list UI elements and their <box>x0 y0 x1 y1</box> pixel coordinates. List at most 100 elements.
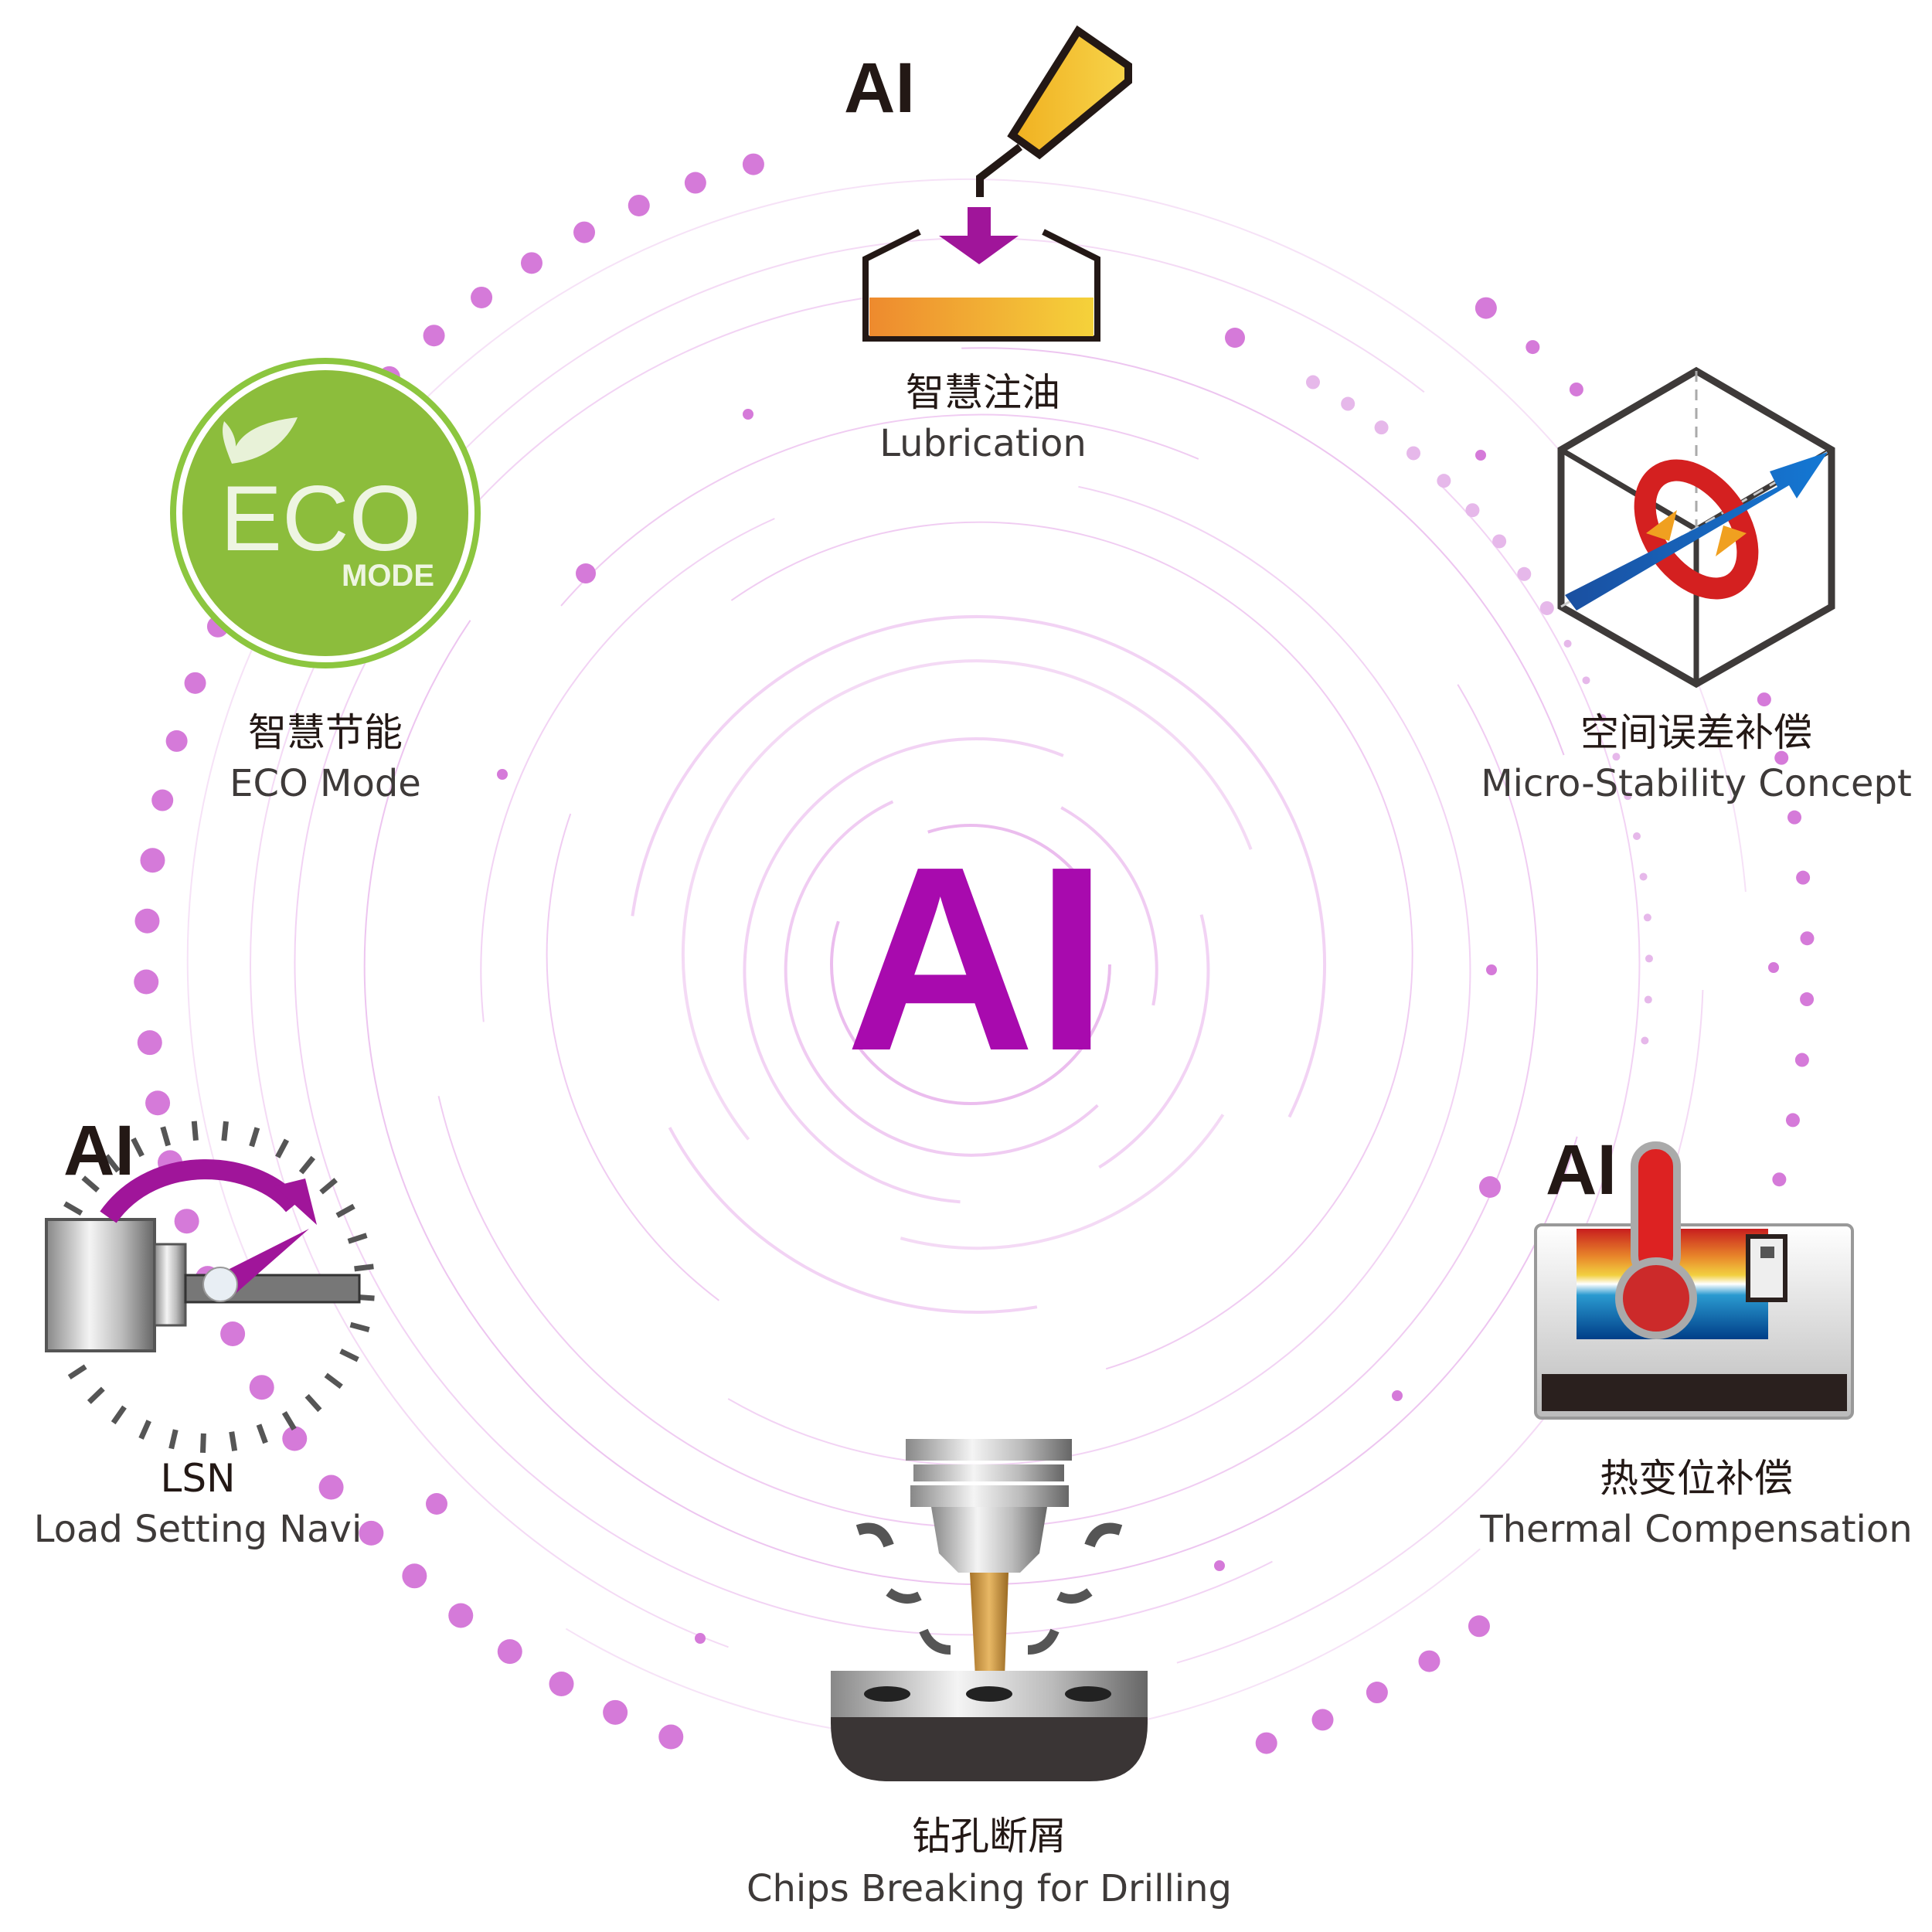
accent-dot <box>1214 1560 1225 1571</box>
orbit-dot <box>174 1209 199 1234</box>
feature-title-zh: 智慧节能 <box>248 710 403 755</box>
center-ai-label: AI <box>845 812 1108 1106</box>
feature-title-zh: 钻孔断屑 <box>912 1814 1066 1859</box>
feature-title-en: Thermal Compensation <box>1479 1508 1912 1551</box>
accent-dot <box>497 769 508 780</box>
orbit-dot <box>1639 872 1648 881</box>
orbit-dot <box>151 789 174 811</box>
gauge-tick <box>275 1138 290 1158</box>
orbit-dot <box>628 194 650 216</box>
gauge-tick <box>67 1364 87 1380</box>
gauge-tick <box>319 1178 338 1195</box>
gauge-tick <box>304 1393 322 1413</box>
orbit-dot <box>1641 1036 1649 1045</box>
orbit-dot <box>184 672 206 694</box>
orbit-dot <box>1366 1682 1388 1704</box>
accent-dot <box>695 1633 706 1644</box>
accent-dot <box>1475 450 1486 461</box>
orbit-dot <box>1774 750 1789 765</box>
ai-badge: AI <box>844 49 915 128</box>
orbit-dot <box>423 325 445 347</box>
orbit-dot <box>1468 1615 1490 1638</box>
orbit-dot <box>1757 692 1771 707</box>
gauge-tick <box>339 1349 359 1362</box>
accent-dot <box>426 1493 447 1515</box>
orbit-dot <box>220 1321 246 1346</box>
orbit-dot <box>658 1724 684 1750</box>
orbit-dot <box>1475 297 1497 319</box>
gauge-tick <box>349 1321 370 1333</box>
gauge-tick <box>160 1126 171 1147</box>
orbit-dot <box>742 153 764 175</box>
gauge-tick <box>199 1433 206 1453</box>
oil-can-icon <box>862 25 1132 342</box>
mode-text: MODE <box>342 559 434 593</box>
orbit-dot <box>1645 954 1653 963</box>
eco-text: ECO <box>220 467 421 570</box>
ring <box>363 347 1602 1586</box>
orbit-dot <box>1644 995 1652 1004</box>
orbit-dot <box>549 1671 574 1696</box>
orbit-dot <box>1418 1650 1440 1672</box>
orbit-dot <box>145 1090 171 1116</box>
orbit-dot <box>1563 639 1572 648</box>
orbit-dot <box>1624 792 1632 801</box>
thermometer-icon <box>1534 1141 1854 1420</box>
orbit-dot <box>520 252 543 274</box>
orbit-dot <box>1785 1113 1800 1128</box>
gauge-tick <box>111 1405 127 1425</box>
feature-lsn[interactable]: AI LSN Load Setting Navi <box>34 1111 375 1551</box>
accent-dot <box>576 563 596 583</box>
accent-dot <box>1486 964 1497 975</box>
eco-mode-icon: ECO MODE <box>170 358 481 668</box>
orbit-dot <box>134 908 160 934</box>
gauge-tick <box>138 1420 151 1440</box>
gauge-tick <box>256 1423 268 1444</box>
gauge-tick <box>168 1429 179 1450</box>
orbit-dot <box>1794 1053 1809 1067</box>
orbit-dot <box>448 1603 474 1628</box>
orbit-dot <box>282 1426 308 1451</box>
feature-micro-stability[interactable]: 空间误差补偿 Micro-Stability Concept <box>1481 366 1912 805</box>
gauge-tick <box>354 1264 374 1272</box>
gauge-tick <box>221 1121 229 1141</box>
drill-icon <box>831 1439 1148 1781</box>
ring <box>830 824 1111 1105</box>
gauge-tick <box>191 1121 199 1141</box>
gauge-tick <box>63 1201 83 1216</box>
feature-title-en: ECO Mode <box>230 762 421 805</box>
feature-title-zh: 空间误差补偿 <box>1580 710 1812 755</box>
gauge-tick <box>347 1233 368 1244</box>
ring <box>784 782 1158 1157</box>
orbit-dot <box>1612 753 1621 761</box>
feature-lubrication[interactable]: AI 智慧注油 Lubrication <box>844 25 1132 465</box>
gauge-tick <box>281 1411 297 1431</box>
orbit-dot <box>603 1699 628 1725</box>
accent-dot <box>1392 1390 1403 1401</box>
orbit-dot <box>1569 382 1583 396</box>
orbit-dot <box>1582 676 1590 685</box>
ring <box>546 521 1413 1389</box>
gauge-tick <box>298 1155 316 1175</box>
feature-thermal-compensation[interactable]: AI 热变位补偿 Thermal Compensation <box>1479 1131 1912 1551</box>
orbit-dot <box>249 1375 274 1400</box>
feature-eco-mode[interactable]: ECO MODE 智慧节能 ECO Mode <box>170 358 481 805</box>
orbit-dot <box>1643 913 1651 922</box>
feature-title-en: Lubrication <box>879 422 1087 465</box>
orbit-dot <box>1492 534 1507 549</box>
ring <box>743 736 1210 1204</box>
feature-chips-breaking[interactable]: 钻孔断屑 Chips Breaking for Drilling <box>747 1439 1232 1910</box>
orbit-dot <box>1406 446 1421 461</box>
orbit-dot <box>1800 992 1815 1007</box>
orbit-dot <box>1526 340 1540 355</box>
gauge-tick <box>104 1154 121 1173</box>
orbit-dot <box>134 969 159 995</box>
ai-badge: AI <box>63 1111 134 1190</box>
accent-dot <box>743 409 753 420</box>
feature-title-zh: 智慧注油 <box>906 370 1060 415</box>
orbit-dot <box>471 286 493 308</box>
feature-title-en: Chips Breaking for Drilling <box>747 1867 1232 1910</box>
ring <box>423 413 1539 1529</box>
orbit-dot <box>1465 503 1480 518</box>
